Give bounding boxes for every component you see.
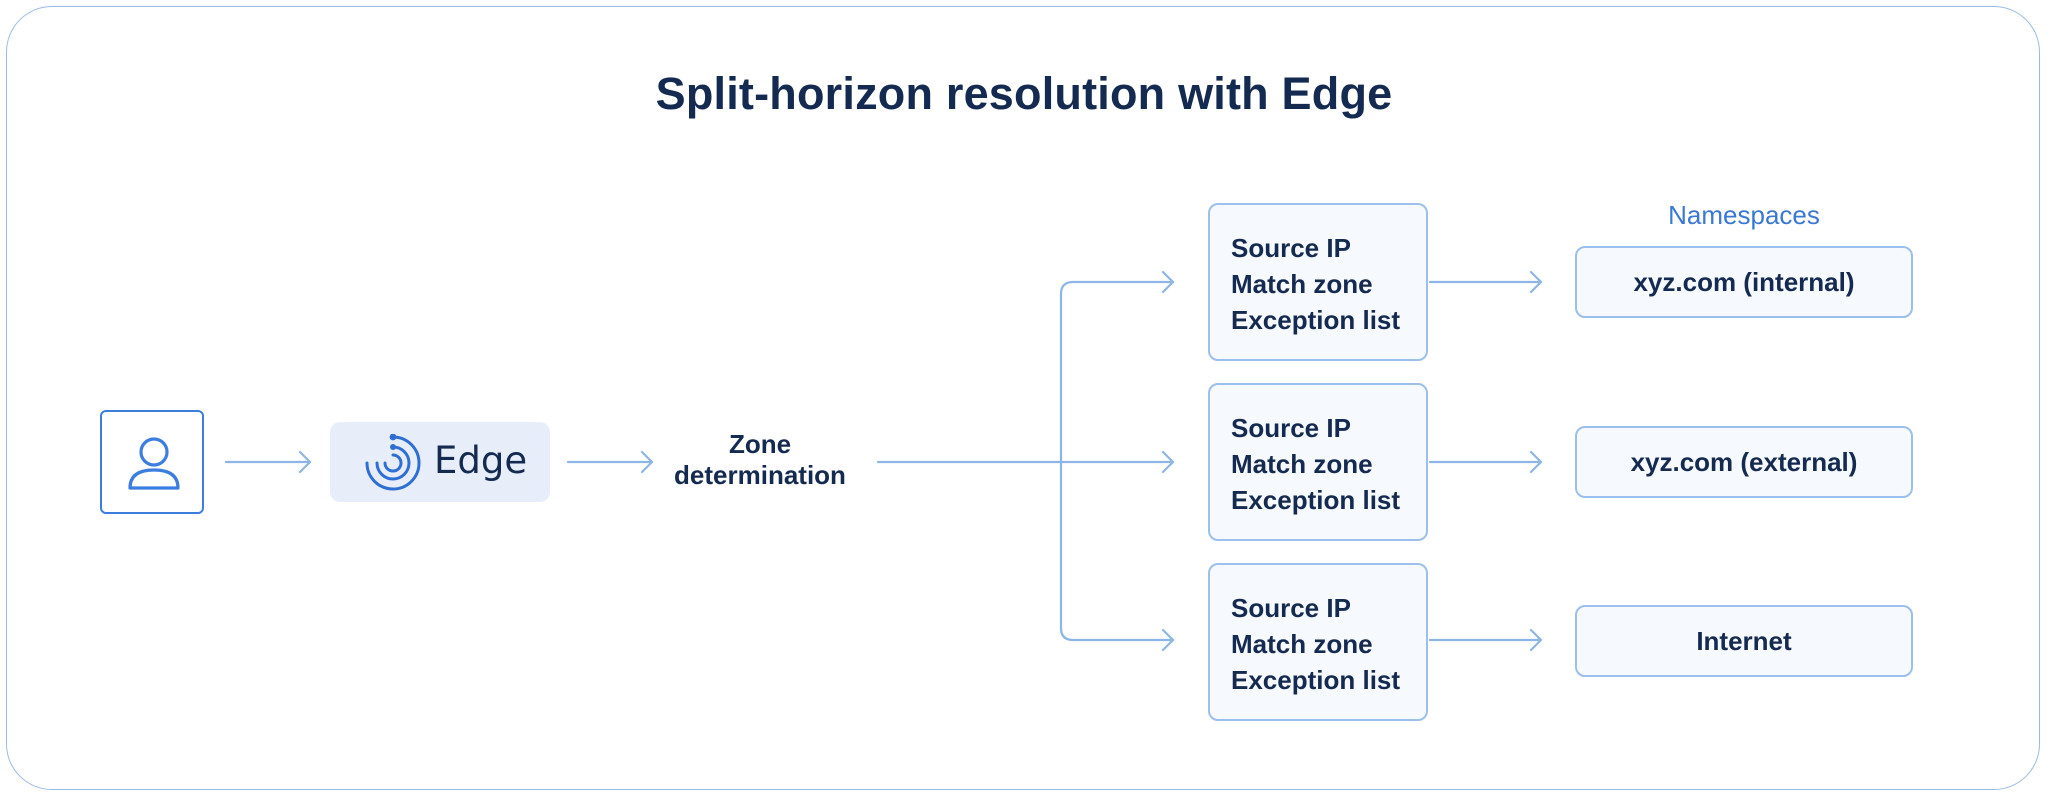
arrow-rule-3-to-namespace-3 [1428, 628, 1543, 652]
namespace-internet: Internet [1575, 605, 1913, 677]
diagram-frame [6, 6, 2040, 790]
rule-box-2: Source IP Match zone Exception list [1208, 383, 1428, 541]
rule-line: Match zone [1231, 629, 1373, 659]
arrow-user-to-edge [224, 450, 312, 474]
rule-line: Source IP [1231, 413, 1351, 443]
zone-label-line-2: determination [674, 460, 846, 490]
edge-logo-icon [365, 434, 421, 491]
zone-label-line-1: Zone [728, 429, 792, 459]
rule-line: Source IP [1231, 233, 1351, 263]
arrow-zone-to-rule-2 [876, 450, 1175, 474]
user-node [100, 410, 204, 514]
arrow-head-rule-1 [1161, 270, 1175, 294]
rule-line: Match zone [1231, 269, 1373, 299]
arrow-edge-to-zone [566, 450, 654, 474]
rule-line: Match zone [1231, 449, 1373, 479]
arrow-rule-2-to-namespace-2 [1428, 450, 1543, 474]
rule-line: Exception list [1231, 305, 1401, 335]
arrow-rule-1-to-namespace-1 [1428, 270, 1543, 294]
rule-line: Exception list [1231, 665, 1401, 695]
rule-box-3: Source IP Match zone Exception list [1208, 563, 1428, 721]
zone-determination-node: Zone determination [660, 429, 860, 491]
namespace-external: xyz.com (external) [1575, 426, 1913, 498]
user-icon [128, 437, 180, 490]
edge-node: Edge [330, 422, 550, 502]
arrow-head-rule-3 [1161, 628, 1175, 652]
rule-box-1: Source IP Match zone Exception list [1208, 203, 1428, 361]
rule-line: Source IP [1231, 593, 1351, 623]
namespace-internal: xyz.com (internal) [1575, 246, 1913, 318]
edge-label: Edge [434, 439, 528, 482]
namespaces-heading: Namespaces [1668, 200, 1820, 230]
branch-trunk [1059, 280, 1175, 642]
diagram-title: Split-horizon resolution with Edge [655, 68, 1393, 119]
rule-line: Exception list [1231, 485, 1401, 515]
